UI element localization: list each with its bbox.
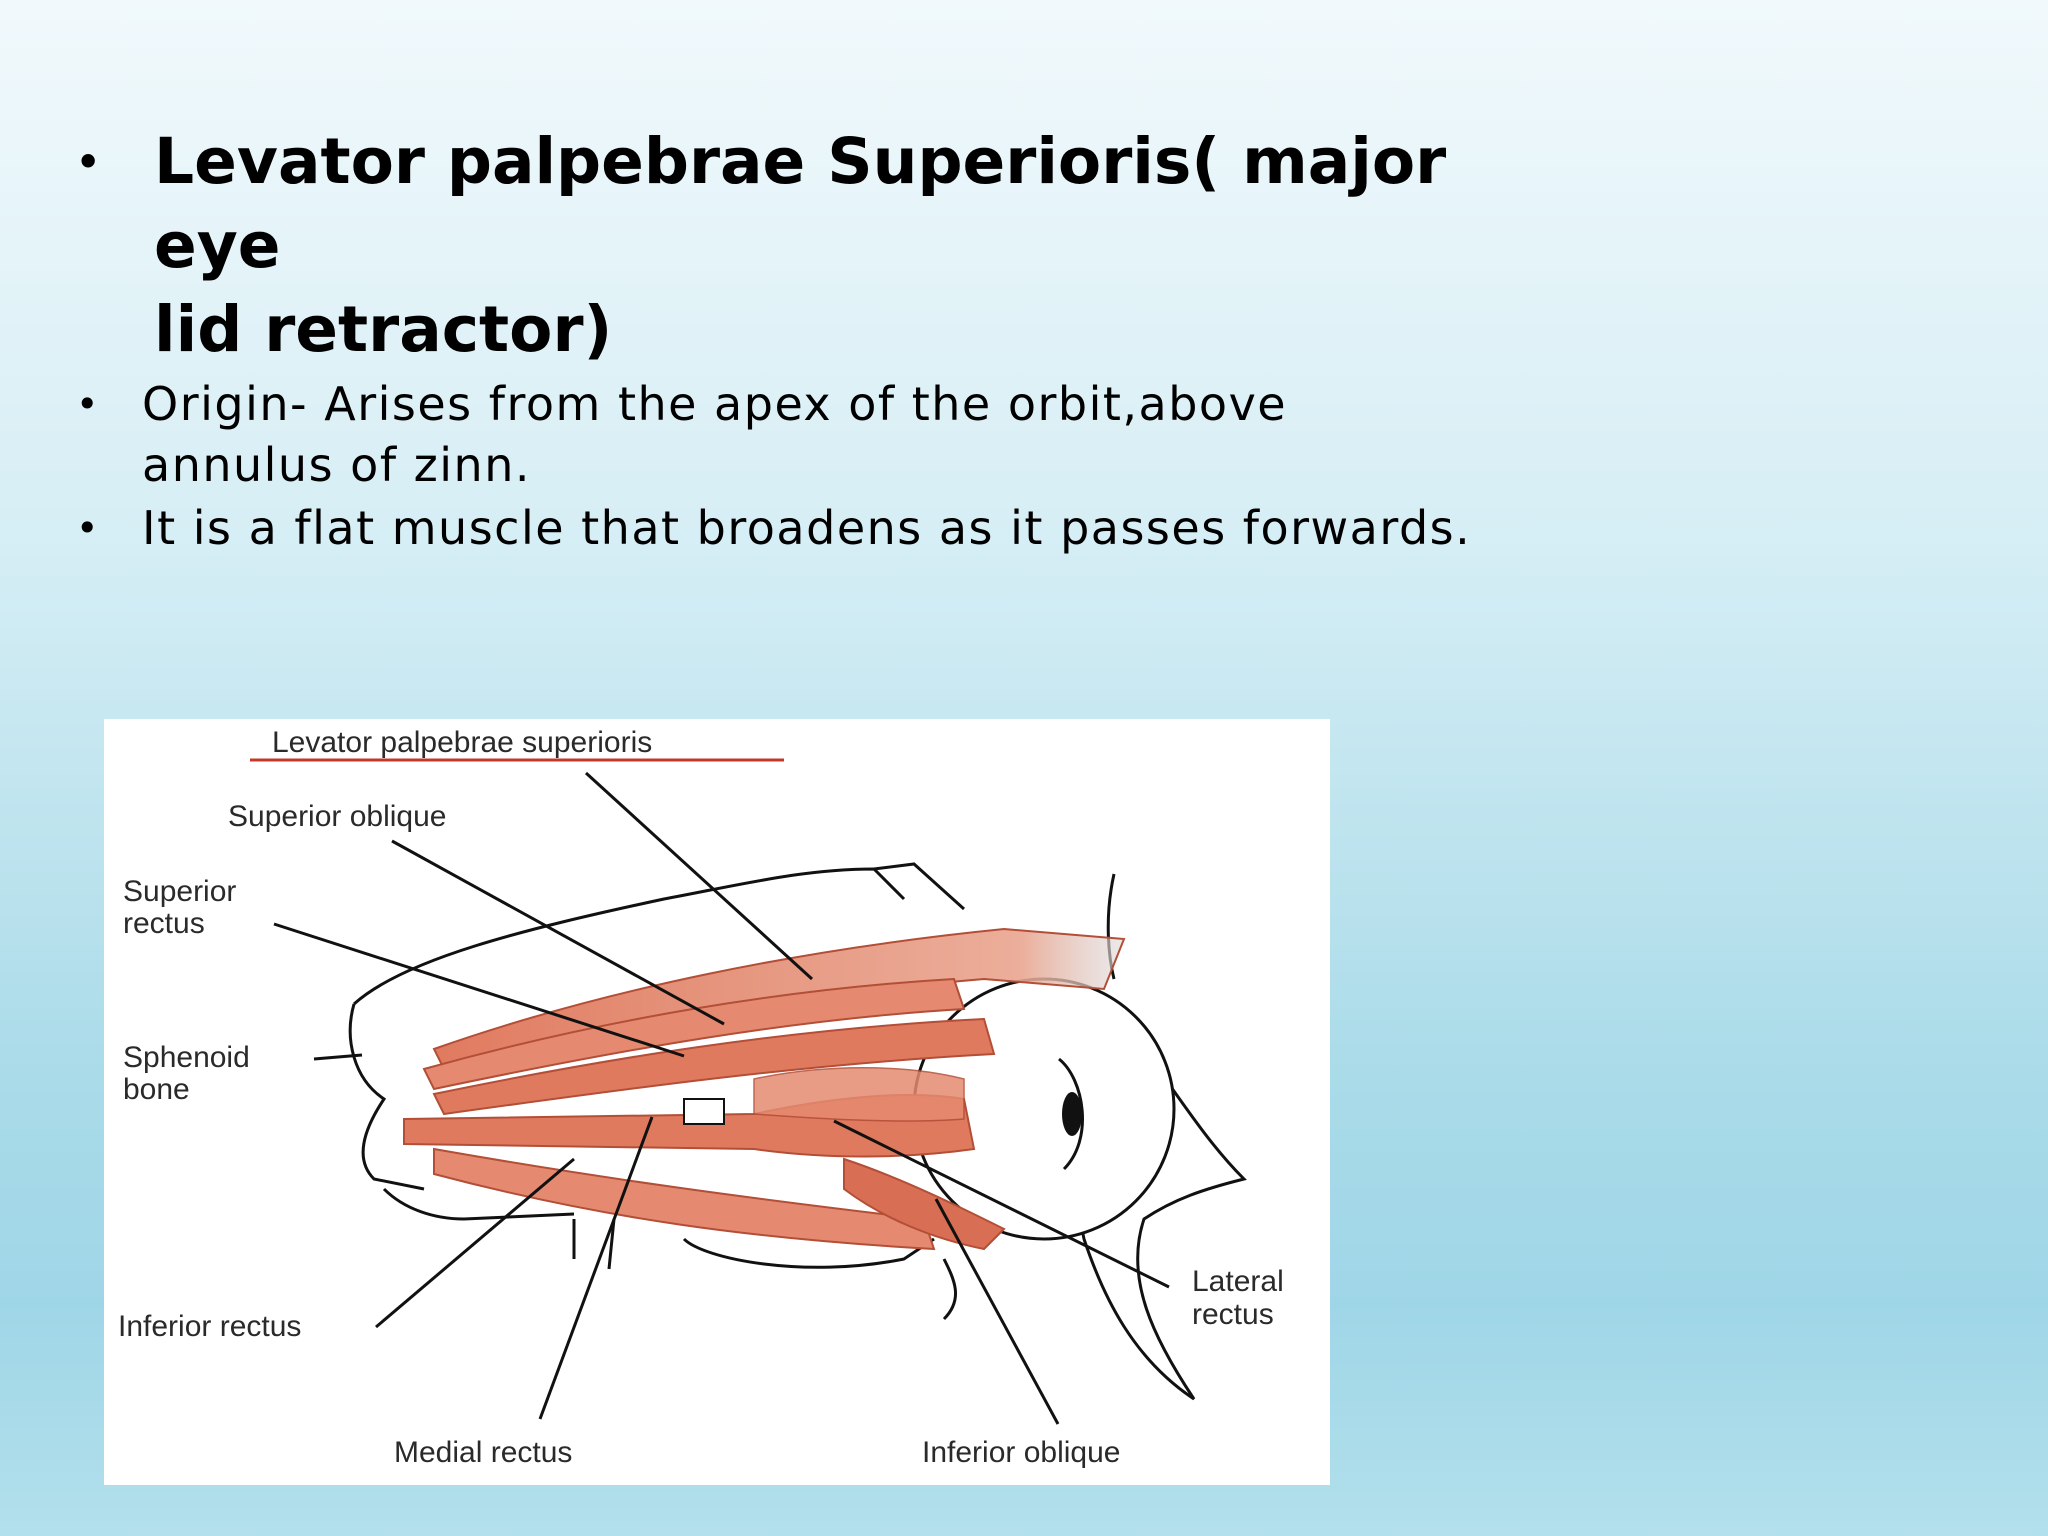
label-inferior-rectus: Inferior rectus bbox=[118, 1310, 301, 1343]
origin-line-2: annulus of zinn. bbox=[142, 438, 531, 492]
orbit-bone-outline bbox=[348, 862, 1247, 1401]
label-sphenoid-line2: bone bbox=[123, 1073, 190, 1106]
muscle-superior-rectus bbox=[432, 1017, 996, 1116]
muscle-inferior-rectus bbox=[433, 1147, 936, 1251]
label-levator-palpebrae-superioris: Levator palpebrae superioris bbox=[272, 726, 652, 759]
flat-muscle-line: It is a flat muscle that broadens as it … bbox=[142, 501, 1472, 555]
heading-line-2: lid retractor) bbox=[154, 293, 613, 366]
label-superior-oblique: Superior oblique bbox=[228, 800, 446, 833]
origin-line-1: Origin- Arises from the apex of the orbi… bbox=[142, 377, 1288, 431]
diagram-svg: Levator palpebrae superioris Superior ob… bbox=[118, 726, 1284, 1469]
leader-lines bbox=[273, 771, 1170, 1425]
muscle-superior-oblique bbox=[422, 977, 966, 1091]
label-inferior-oblique: Inferior oblique bbox=[922, 1436, 1120, 1469]
label-sphenoid-line1: Sphenoid bbox=[123, 1041, 250, 1074]
label-lateral-rectus-line1: Lateral bbox=[1192, 1265, 1284, 1298]
label-superior-rectus-line2: rectus bbox=[123, 907, 205, 940]
bullet-dot: • bbox=[76, 382, 100, 426]
muscle-inferior-oblique bbox=[843, 1157, 1006, 1251]
label-medial-rectus: Medial rectus bbox=[394, 1436, 572, 1469]
bullet-dot: • bbox=[76, 506, 100, 550]
bullet-dot: • bbox=[76, 140, 101, 184]
bullet-flat-muscle: • It is a flat muscle that broadens as i… bbox=[70, 498, 1550, 559]
label-lateral-rectus-line2: rectus bbox=[1192, 1298, 1274, 1331]
heading-line-1: Levator palpebrae Superioris( major eye bbox=[154, 125, 1447, 282]
eye-muscle-diagram: Levator palpebrae superioris Superior ob… bbox=[104, 719, 1330, 1485]
label-superior-rectus-line1: Superior bbox=[123, 875, 236, 908]
muscle-lateral-rectus bbox=[753, 1067, 965, 1122]
bullet-origin: • Origin- Arises from the apex of the or… bbox=[70, 374, 1550, 496]
bullet-levator-heading: • Levator palpebrae Superioris( major ey… bbox=[70, 120, 1550, 372]
bullet-list: • Levator palpebrae Superioris( major ey… bbox=[70, 120, 1550, 559]
